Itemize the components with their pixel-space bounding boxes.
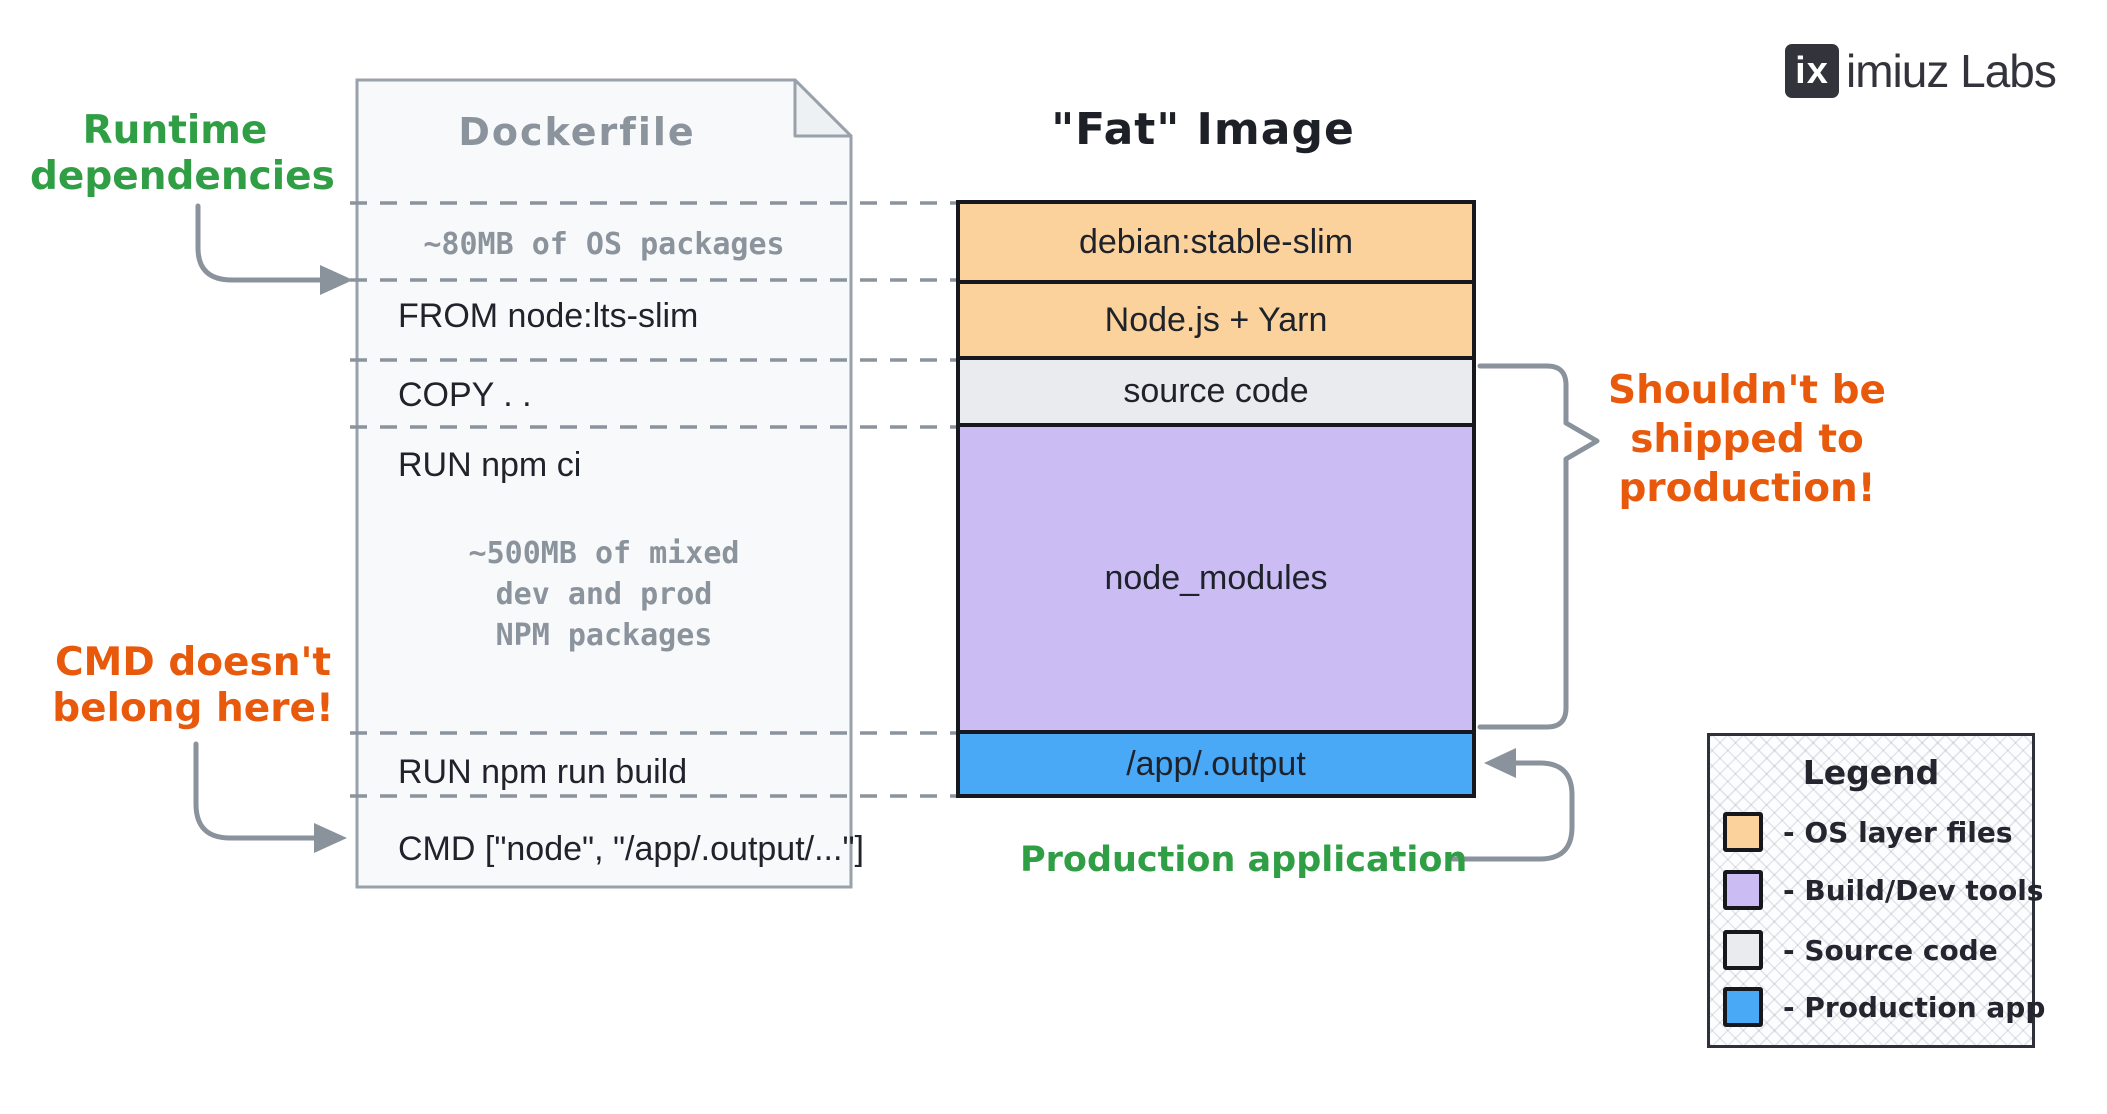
legend-swatch-os bbox=[1723, 812, 1763, 852]
runtime-dependencies-note: Runtime dependencies bbox=[30, 108, 335, 199]
layer-nodejs-yarn: Node.js + Yarn bbox=[960, 284, 1472, 360]
legend-item-os: - OS layer files bbox=[1723, 812, 2013, 852]
dockerfile-line-run-build: RUN npm run build bbox=[398, 753, 688, 791]
legend-swatch-source bbox=[1723, 930, 1763, 970]
dockerfile-line-from: FROM node:lts-slim bbox=[398, 297, 699, 335]
legend-item-source: - Source code bbox=[1723, 930, 1998, 970]
legend-swatch-production bbox=[1723, 987, 1763, 1027]
cmd-doesnt-belong-note: CMD doesn't belong here! bbox=[52, 640, 334, 731]
legend-item-build: - Build/Dev tools bbox=[1723, 870, 2043, 910]
legend-title: Legend bbox=[1802, 753, 1940, 792]
dockerfile-os-size-note: ~80MB of OS packages bbox=[423, 227, 785, 262]
iximiuz-labs-logo: ix imiuz Labs bbox=[1785, 44, 2057, 98]
legend-item-production: - Production app bbox=[1723, 987, 2045, 1027]
logo-name: imiuz Labs bbox=[1846, 45, 2057, 97]
logo-ix-badge: ix bbox=[1785, 44, 1839, 98]
legend-swatch-build bbox=[1723, 870, 1763, 910]
dockerfile-npm-size-note: ~500MB of mixed dev and prod NPM package… bbox=[468, 536, 740, 653]
layer-source-code: source code bbox=[960, 360, 1472, 427]
production-application-note: Production application bbox=[1020, 840, 1468, 880]
dockerfile-line-cmd: CMD ["node", "/app/.output/..."] bbox=[398, 830, 864, 868]
dockerfile-title: Dockerfile bbox=[458, 110, 696, 154]
layer-debian-stable-slim: debian:stable-slim bbox=[960, 204, 1472, 284]
dockerfile-line-copy: COPY . . bbox=[398, 376, 532, 414]
shouldnt-ship-note: Shouldn't be shipped to production! bbox=[1608, 368, 1886, 511]
layer-connector-dashes bbox=[350, 201, 956, 798]
layer-app-output: /app/.output bbox=[960, 734, 1472, 794]
legend-label-production: - Production app bbox=[1783, 990, 2046, 1024]
fat-image-stack: debian:stable-slim Node.js + Yarn source… bbox=[956, 200, 1476, 798]
page-fold-corner bbox=[793, 78, 853, 138]
legend-label-source: - Source code bbox=[1783, 933, 1998, 967]
layer-node-modules: node_modules bbox=[960, 427, 1472, 734]
legend-box: Legend - OS layer files - Build/Dev tool… bbox=[1707, 733, 2045, 1048]
fat-image-title: "Fat" Image bbox=[1051, 104, 1355, 155]
legend-label-os: - OS layer files bbox=[1783, 815, 2013, 849]
dockerfile-line-run-ci: RUN npm ci bbox=[398, 446, 582, 484]
legend-label-build: - Build/Dev tools bbox=[1783, 873, 2044, 907]
